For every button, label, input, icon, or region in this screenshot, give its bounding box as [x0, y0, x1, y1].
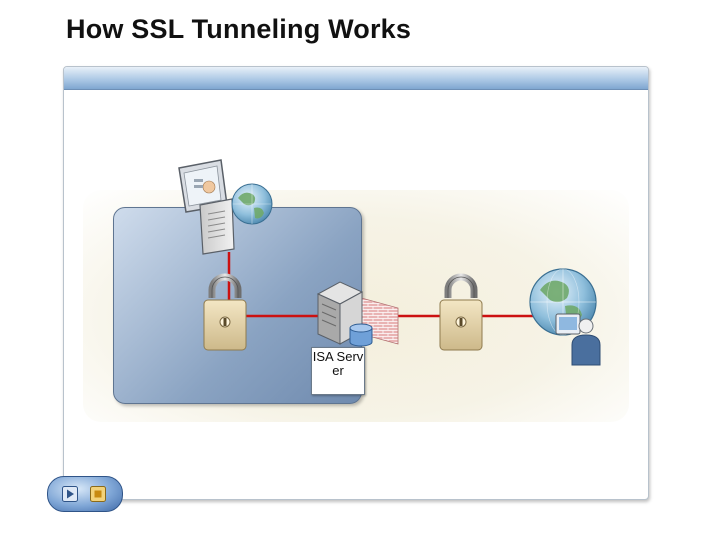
connection-lines: [227, 252, 580, 318]
database-icon: [349, 323, 373, 347]
slide-navigation: [47, 476, 123, 512]
user-icon: [555, 313, 601, 366]
play-icon[interactable]: [62, 486, 78, 502]
padlock-icon: [439, 273, 483, 351]
panel-title-bar: [64, 67, 648, 90]
slide-title: How SSL Tunneling Works: [66, 14, 412, 44]
stop-icon[interactable]: [90, 486, 106, 502]
globe-icon: [231, 183, 273, 225]
isa-server-label: ISA Serv er: [311, 347, 365, 395]
client-computer-icon: [178, 159, 235, 255]
server-icon: [316, 281, 364, 345]
padlock-icon: [203, 273, 247, 351]
